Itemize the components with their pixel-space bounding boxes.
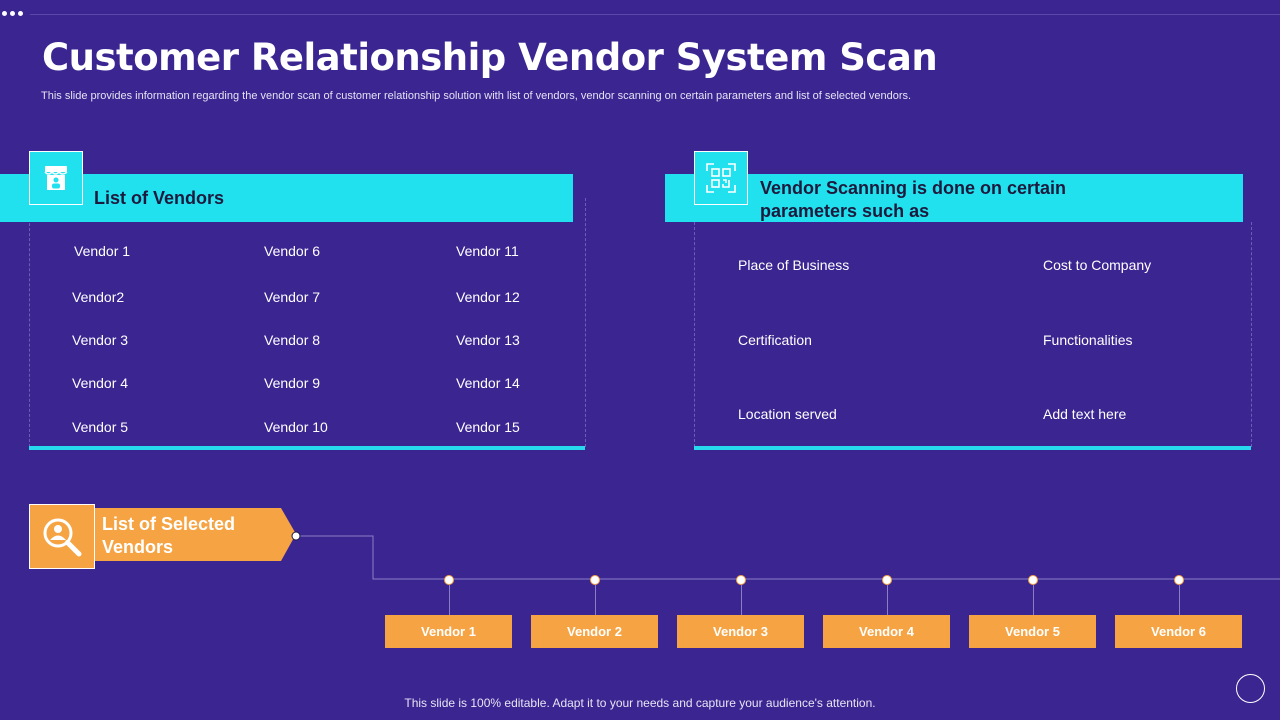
vendor-list-item: Vendor 10 [264, 419, 328, 435]
page-subtitle: This slide provides information regardin… [41, 90, 912, 102]
selected-heading-line2: Vendors [102, 537, 174, 557]
top-divider [30, 14, 1280, 15]
vendor-list-item: Vendor 8 [264, 332, 321, 348]
timeline-node [882, 575, 892, 585]
vendor-list-item: Vendor 4 [72, 375, 129, 391]
parameter-item: Location served [738, 406, 837, 422]
vendor-list-item: Vendor2 [72, 289, 125, 305]
selected-tag-shape [93, 508, 296, 561]
page-title: Customer Relationship Vendor System Scan [42, 36, 938, 79]
timeline-node [444, 575, 454, 585]
menu-dots-icon[interactable] [2, 11, 23, 16]
parameter-item: Place of Business [738, 257, 850, 273]
vendors-heading: List of Vendors [94, 188, 225, 208]
footer-note: This slide is 100% editable. Adapt it to… [404, 696, 876, 710]
qr-scan-icon [694, 151, 748, 205]
selected-vendor-button[interactable]: Vendor 6 [1115, 615, 1242, 648]
vendor-list-item: Vendor 11 [456, 243, 519, 259]
parameter-item: Certification [738, 332, 812, 348]
vendors-header-band: List of Vendors [0, 174, 573, 222]
vendor-list-item: Vendor 3 [72, 332, 129, 348]
selected-vendor-button[interactable]: Vendor 5 [969, 615, 1096, 648]
vendor-list-item: Vendor 1 [74, 243, 131, 259]
store-icon [29, 151, 83, 205]
selected-vendor-button[interactable]: Vendor 4 [823, 615, 950, 648]
timeline-stem [1033, 585, 1034, 615]
timeline-node [590, 575, 600, 585]
selected-vendor-button[interactable]: Vendor 3 [677, 615, 804, 648]
vendor-list-item: Vendor 9 [264, 375, 321, 391]
selected-vendor-button[interactable]: Vendor 1 [385, 615, 512, 648]
scanning-header-band: Vendor Scanning is done on certain param… [665, 174, 1243, 222]
vendor-list-item: Vendor 5 [72, 419, 129, 435]
vendor-list-item: Vendor 6 [264, 243, 321, 259]
vendor-list-item: Vendor 13 [456, 332, 520, 348]
selected-heading-line1: List of Selected [102, 514, 236, 534]
vendor-list-item: Vendor 12 [456, 289, 520, 305]
parameter-item: Cost to Company [1043, 257, 1152, 273]
vendor-list-item: Vendor 14 [456, 375, 520, 391]
timeline-node [1028, 575, 1038, 585]
parameter-item: Functionalities [1043, 332, 1133, 348]
selected-heading: List of Selected Vendors [102, 513, 235, 559]
vendors-panel-underline [29, 446, 585, 450]
selected-vendor-button[interactable]: Vendor 2 [531, 615, 658, 648]
search-person-icon [29, 504, 95, 569]
timeline-node [1174, 575, 1184, 585]
vendor-list-item: Vendor 15 [456, 419, 520, 435]
vendor-list-item: Vendor 7 [264, 289, 321, 305]
scanning-heading-line2: parameters such as [760, 201, 930, 221]
timeline-stem [741, 585, 742, 615]
circle-button-icon[interactable] [1236, 674, 1265, 703]
timeline-stem [595, 585, 596, 615]
timeline-node [736, 575, 746, 585]
scanning-heading-line1: Vendor Scanning is done on certain [760, 178, 1067, 198]
timeline-stem [1179, 585, 1180, 615]
scanning-panel-underline [694, 446, 1251, 450]
parameter-item: Add text here [1043, 406, 1127, 422]
timeline-stem [887, 585, 888, 615]
timeline-stem [449, 585, 450, 615]
